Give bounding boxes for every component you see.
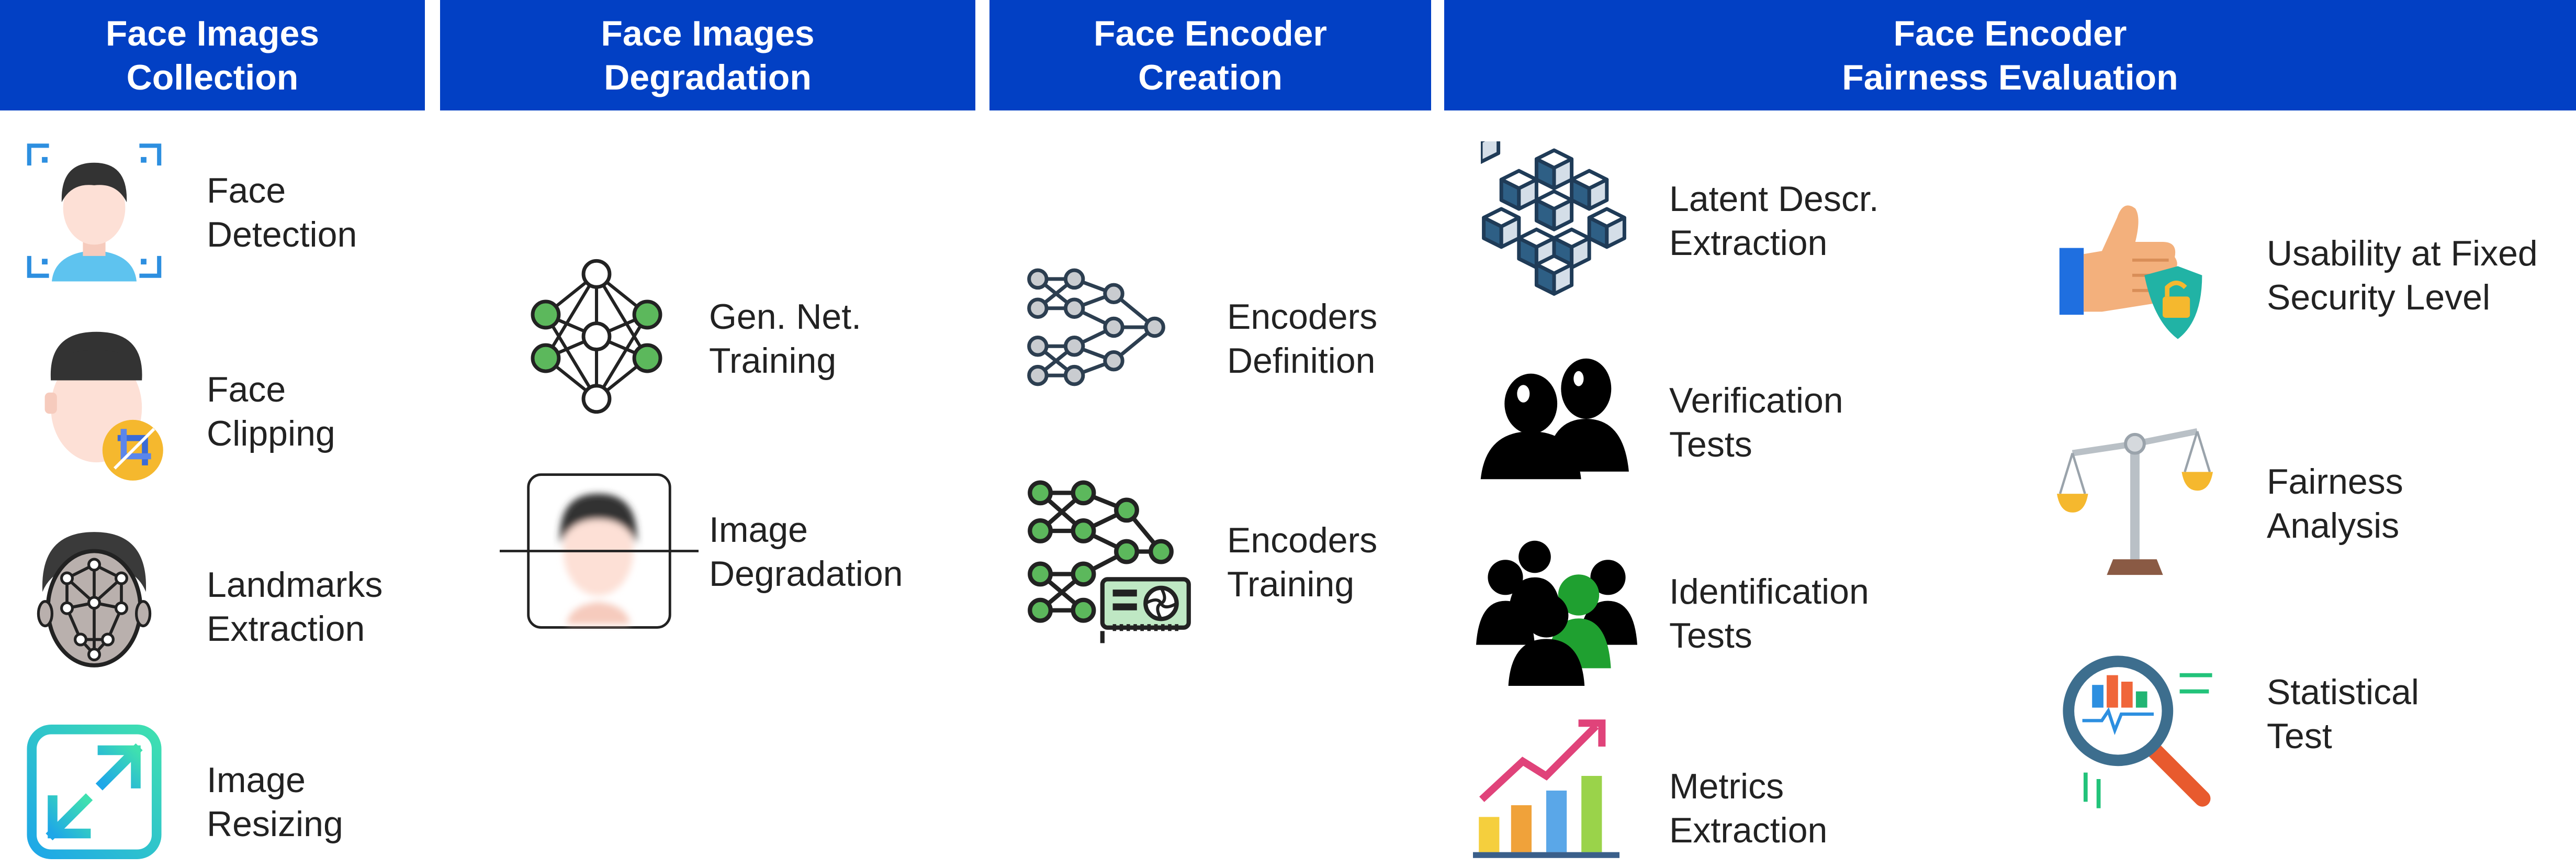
label-line: Face [207,171,286,210]
label-line: Landmarks [207,565,383,605]
header-face-images-collection: Face Images Collection [0,0,425,110]
label-line: Statistical [2267,672,2419,712]
face-detection-icon [24,139,165,283]
label-latent-descr-extraction: Latent Descr.Extraction [1669,177,1879,265]
label-line: Detection [207,215,357,254]
resize-arrows-icon [24,722,165,861]
label-line: Verification [1669,381,1843,420]
label-line: Identification [1669,572,1869,612]
header-face-encoder-fairness-evaluation: Face Encoder Fairness Evaluation [1444,0,2576,110]
header-line2: Fairness Evaluation [1842,57,2178,97]
label-line: Extraction [1669,810,1828,850]
label-line: Training [709,341,837,381]
growth-chart-icon [1473,717,1619,864]
two-users-icon [1476,356,1635,482]
thumbs-up-shield-icon [2056,196,2208,348]
gpu-network-icon [1023,479,1196,647]
label-line: Extraction [207,609,365,649]
label-line: Clipping [207,414,335,453]
header-line1: Face Encoder [1893,13,2127,53]
encoder-network-icon [1023,264,1169,390]
label-line: Encoders [1227,520,1378,560]
blurred-face-icon [500,471,699,631]
header-line1: Face Images [601,13,815,53]
label-line: Face [207,370,286,409]
magnifier-chart-icon [2056,649,2219,812]
label-line: Definition [1227,341,1376,381]
label-line: Image [709,510,808,550]
header-line2: Collection [126,57,299,97]
label-line: Gen. Net. [709,297,862,337]
label-line: Image [207,760,306,800]
label-line: Usability at Fixed [2267,234,2538,273]
label-line: Security Level [2267,277,2491,317]
header-face-encoder-creation: Face Encoder Creation [989,0,1431,110]
cubes-icon [1481,141,1627,298]
header-line1: Face Encoder [1094,13,1327,53]
label-line: Analysis [2267,506,2400,546]
label-line: Degradation [709,554,903,594]
balance-scale-icon [2056,419,2213,581]
label-line: Fairness [2267,462,2403,502]
label-gen-net-training: Gen. Net.Training [709,295,861,383]
face-landmarks-icon [26,524,162,681]
header-line2: Degradation [604,57,812,97]
label-line: Encoders [1227,297,1378,337]
header-line2: Creation [1138,57,1283,97]
label-line: Tests [1669,425,1752,464]
neural-network-icon [523,257,670,416]
label-line: Tests [1669,616,1752,655]
header-line1: Face Images [105,13,320,53]
face-crop-icon [24,319,175,487]
label-line: Metrics [1669,766,1784,806]
group-users-icon [1476,539,1638,686]
label-line: Latent Descr. [1669,179,1879,219]
header-face-images-degradation: Face Images Degradation [440,0,975,110]
label-line: Training [1227,564,1355,604]
label-line: Resizing [207,804,343,844]
label-line: Test [2267,716,2332,756]
label-line: Extraction [1669,223,1828,263]
